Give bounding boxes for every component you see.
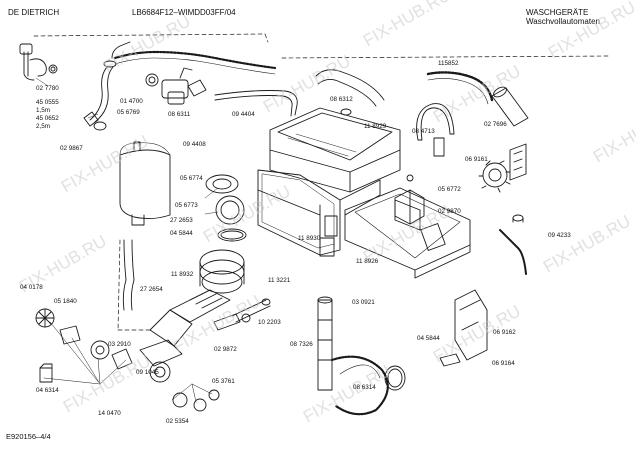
part-label: 1,5m [36,107,50,114]
part-label: 09 4408 [183,141,206,148]
part-label: 05 6772 [438,186,461,193]
part-label: 45 0555 [36,99,59,106]
dashed-guide-lines [33,33,611,331]
seal-ring [205,174,239,194]
category-label: WASCHGERÄTE [526,8,589,17]
part-label: 08 6314 [353,384,376,391]
tub-housing [257,169,381,257]
part-label: 02 9867 [60,145,83,152]
part-label: 08 7326 [290,341,313,348]
plug [39,363,53,383]
pump-bellows [199,249,245,294]
drain-hose [317,296,389,416]
pressure-switch [478,160,511,193]
part-label: 09 1045 [136,369,159,376]
nozzle [231,298,271,323]
part-label: 04 6314 [36,387,59,394]
part-label: 05 1840 [54,298,77,305]
part-label: 05 6769 [117,109,140,116]
leader-lines [43,321,213,403]
clip-06-9164 [439,353,461,367]
part-label: 06 9162 [493,329,516,336]
inlet-valve [145,67,207,105]
impeller [35,308,55,328]
part-label: 03 0921 [352,299,375,306]
part-label: 11 8926 [356,258,379,265]
part-label: 08 4713 [412,128,435,135]
hose-clamp-04-5844 [217,228,247,242]
part-label: 11 8932 [171,271,194,278]
part-label: 05 3761 [212,378,235,385]
part-label: 27 2653 [170,217,193,224]
bracket-06-9162 [454,289,488,361]
part-label: 11 8929 [364,123,387,130]
part-label: 09 4233 [548,232,571,239]
part-label: 02 9872 [214,346,237,353]
part-label: 11 3221 [268,277,291,284]
leader-lines-top [35,77,219,215]
part-label: 05 6773 [175,202,198,209]
pipe-09-4404 [214,90,298,117]
part-label: 05 6774 [180,175,203,182]
part-label: 11 8930 [298,235,321,242]
drain-hose-115852 [426,71,494,105]
subcategory-label: Waschvollautomaten [526,17,600,26]
filter-disc [215,195,245,225]
reservoir [119,141,171,226]
part-label: 02 9870 [438,208,461,215]
part-label: 02 7780 [36,85,59,92]
hose-09-4233 [499,214,527,275]
hose-08-6312 [315,69,385,116]
model-label: LB6684F12–WIMDD03FF/04 [132,8,236,17]
detergent-drawer [344,174,471,279]
tube-27-2653 [122,239,135,311]
part-label: 02 5354 [166,418,189,425]
part-label: 01 4700 [120,98,143,105]
corrugated-hose [113,50,277,75]
part-label: 2,5m [36,123,50,130]
part-label: 45 0652 [36,115,59,122]
inlet-hoses [19,41,131,131]
part-label: 08 6311 [168,111,191,118]
part-label: 09 4404 [232,111,255,118]
end-cap-02-7696 [491,86,529,127]
part-label: 27 2654 [140,286,163,293]
part-label: 06 9164 [492,360,515,367]
brand-label: DE DIETRICH [8,8,60,17]
part-label: 04 5844 [417,335,440,342]
part-label: 10 2203 [258,319,281,326]
bracket-right [509,143,527,181]
part-label: 04 0178 [20,284,43,291]
document-id: E920156–4/4 [6,432,51,441]
part-label: 06 9161 [465,156,488,163]
hose-clamp-08-4713 [416,103,455,157]
part-label: 08 6312 [330,96,353,103]
part-label: 03 2910 [108,341,131,348]
dispenser-housing [269,107,401,193]
drain-pump [139,339,220,412]
siphon-cap [394,189,425,225]
part-label: 04 5844 [170,230,193,237]
pump-motor [59,325,133,370]
ring-clamp [384,365,406,391]
part-label: 02 7696 [484,121,507,128]
part-label: 115852 [438,60,459,67]
part-label: 14 0470 [98,410,121,417]
